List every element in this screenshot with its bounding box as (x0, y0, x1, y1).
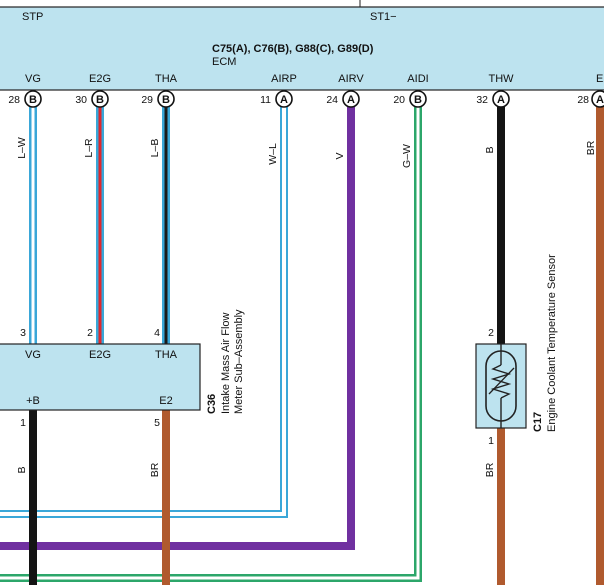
wire-ect-ground (497, 428, 505, 585)
svg-text:20: 20 (393, 94, 405, 106)
ecm-pin-vg: 28 B (8, 90, 42, 108)
ecm-pin-aidi: 20 B (393, 90, 427, 108)
svg-text:A: A (497, 94, 505, 106)
wire-code-airv: V (334, 152, 346, 159)
svg-text:A: A (347, 94, 355, 106)
svg-text:28: 28 (577, 94, 589, 106)
svg-text:28: 28 (8, 94, 20, 106)
maf-pin-number-vg: 3 (20, 327, 26, 339)
wire-code-e2: BR (585, 140, 597, 155)
ecm-pin-e2: 28 A (577, 90, 604, 108)
wire-airv (0, 106, 355, 550)
maf-pin-number-e2g: 2 (87, 327, 93, 339)
maf-name-line2: Meter Sub–Assembly (233, 309, 245, 414)
ecm-signal-airp: AIRP (271, 73, 297, 85)
thermistor-arrow (488, 367, 515, 395)
wire-tha (162, 106, 170, 346)
maf-pin-signal-vg: VG (25, 349, 41, 361)
ecm-signal-e2: E2 (596, 73, 604, 85)
ecm-pin-airv: 24 A (326, 90, 360, 108)
svg-text:A: A (596, 94, 604, 106)
ect-code: C17 (532, 412, 544, 432)
ecm-pin-e2g: 30 B (75, 90, 109, 108)
ecm-pin-tha: 29 B (141, 90, 175, 108)
maf-pin-signal-e2g: E2G (89, 349, 111, 361)
ect-pin-number-top: 2 (488, 327, 494, 339)
wire-maf-e2 (162, 410, 170, 585)
wire-code-thw: B (484, 146, 496, 153)
maf-sensor-block (0, 343, 201, 411)
wire-e2g (96, 106, 104, 346)
wire-airp (0, 106, 288, 518)
svg-text:30: 30 (75, 94, 87, 106)
svg-text:B: B (414, 94, 422, 106)
wire-code-vg: L–W (16, 137, 28, 159)
svg-text:A: A (280, 94, 288, 106)
wire-e2 (596, 106, 604, 585)
ecm-signal-vg: VG (25, 73, 41, 85)
wire-thw (497, 106, 505, 344)
svg-text:B: B (96, 94, 104, 106)
maf-code: C36 (206, 394, 218, 414)
svg-text:32: 32 (476, 94, 488, 106)
wire-vg (29, 106, 37, 346)
svg-text:B: B (162, 94, 170, 106)
wire-code-tha: L–B (149, 139, 161, 158)
wire-maf-b (29, 410, 37, 585)
ecm-connector-codes: C75(A), C76(B), G88(C), G89(D) (212, 43, 374, 55)
maf-pin-signal-plusb: +B (26, 395, 40, 407)
wire-aidi (0, 106, 422, 582)
ecm-signal-thw: THW (488, 73, 514, 85)
wire-code-maf-e2: BR (149, 462, 161, 477)
ecm-top-label-stp: STP (22, 11, 43, 23)
ecm-signal-tha: THA (155, 73, 178, 85)
maf-pin-signal-tha: THA (155, 349, 178, 361)
wire-code-maf-b: B (16, 466, 28, 473)
maf-pin-number-plusb: 1 (20, 417, 26, 429)
wire-code-e2g: L–R (83, 138, 95, 158)
wire-code-ect-ground: BR (484, 462, 496, 477)
wire-code-aidi: G–W (401, 144, 413, 168)
ecm-block (0, 6, 604, 91)
maf-pin-signal-e2: E2 (159, 395, 172, 407)
maf-pin-number-tha: 4 (154, 327, 160, 339)
ecm-signal-aidi: AIDI (407, 73, 428, 85)
svg-text:11: 11 (260, 94, 271, 106)
maf-name-line1: Intake Mass Air Flow (220, 312, 232, 414)
ect-name: Engine Coolant Temperature Sensor (546, 254, 558, 432)
ecm-signal-e2g: E2G (89, 73, 111, 85)
svg-text:29: 29 (141, 94, 153, 106)
ecm-pin-thw: 32 A (476, 90, 510, 108)
maf-pin-number-e2: 5 (154, 417, 160, 429)
ecm-name: ECM (212, 56, 236, 68)
svg-text:24: 24 (326, 94, 338, 106)
ecm-pin-airp: 11 A (260, 90, 293, 108)
ect-pin-number-bottom: 1 (488, 435, 494, 447)
ecm-top-label-st1: ST1− (370, 11, 397, 23)
svg-text:B: B (29, 94, 37, 106)
wire-code-airp: W–L (267, 143, 279, 165)
ecm-signal-airv: AIRV (338, 73, 364, 85)
